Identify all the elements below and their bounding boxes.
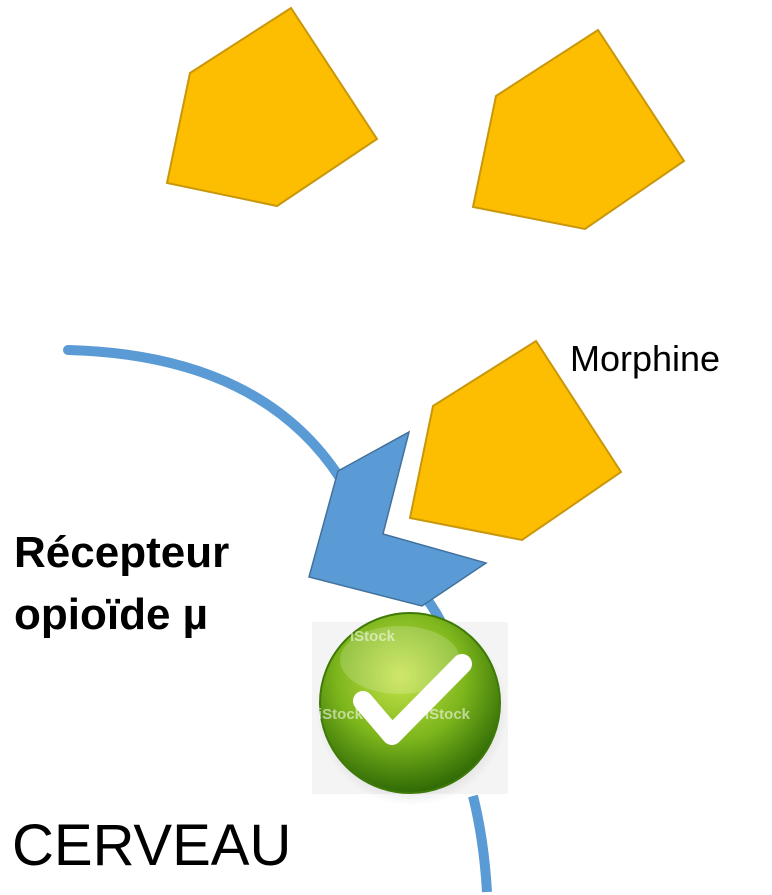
check-badge-watermark: iStock — [425, 706, 471, 723]
morphine-label: Morphine — [570, 338, 721, 379]
receptor-label-line-1: Récepteur — [14, 528, 230, 577]
check-badge-watermark: iStock — [350, 628, 396, 645]
receptor-label: Récepteur opioïde µ — [14, 522, 229, 646]
morphine-molecule-bound — [408, 339, 623, 542]
check-mark-icon — [353, 654, 472, 745]
receptor-label-line-2: opioïde µ — [14, 590, 209, 639]
morphine-molecule-1 — [165, 6, 379, 208]
opioid-receptor-shape — [308, 430, 488, 607]
brain-label: CERVEAU — [12, 813, 292, 878]
cell-membrane-lower — [468, 794, 492, 893]
check-badge-watermark: iStock — [318, 706, 364, 723]
morphine-molecule-2 — [471, 28, 686, 231]
cell-membrane-upper — [63, 345, 345, 483]
check-badge-highlight — [340, 626, 460, 694]
